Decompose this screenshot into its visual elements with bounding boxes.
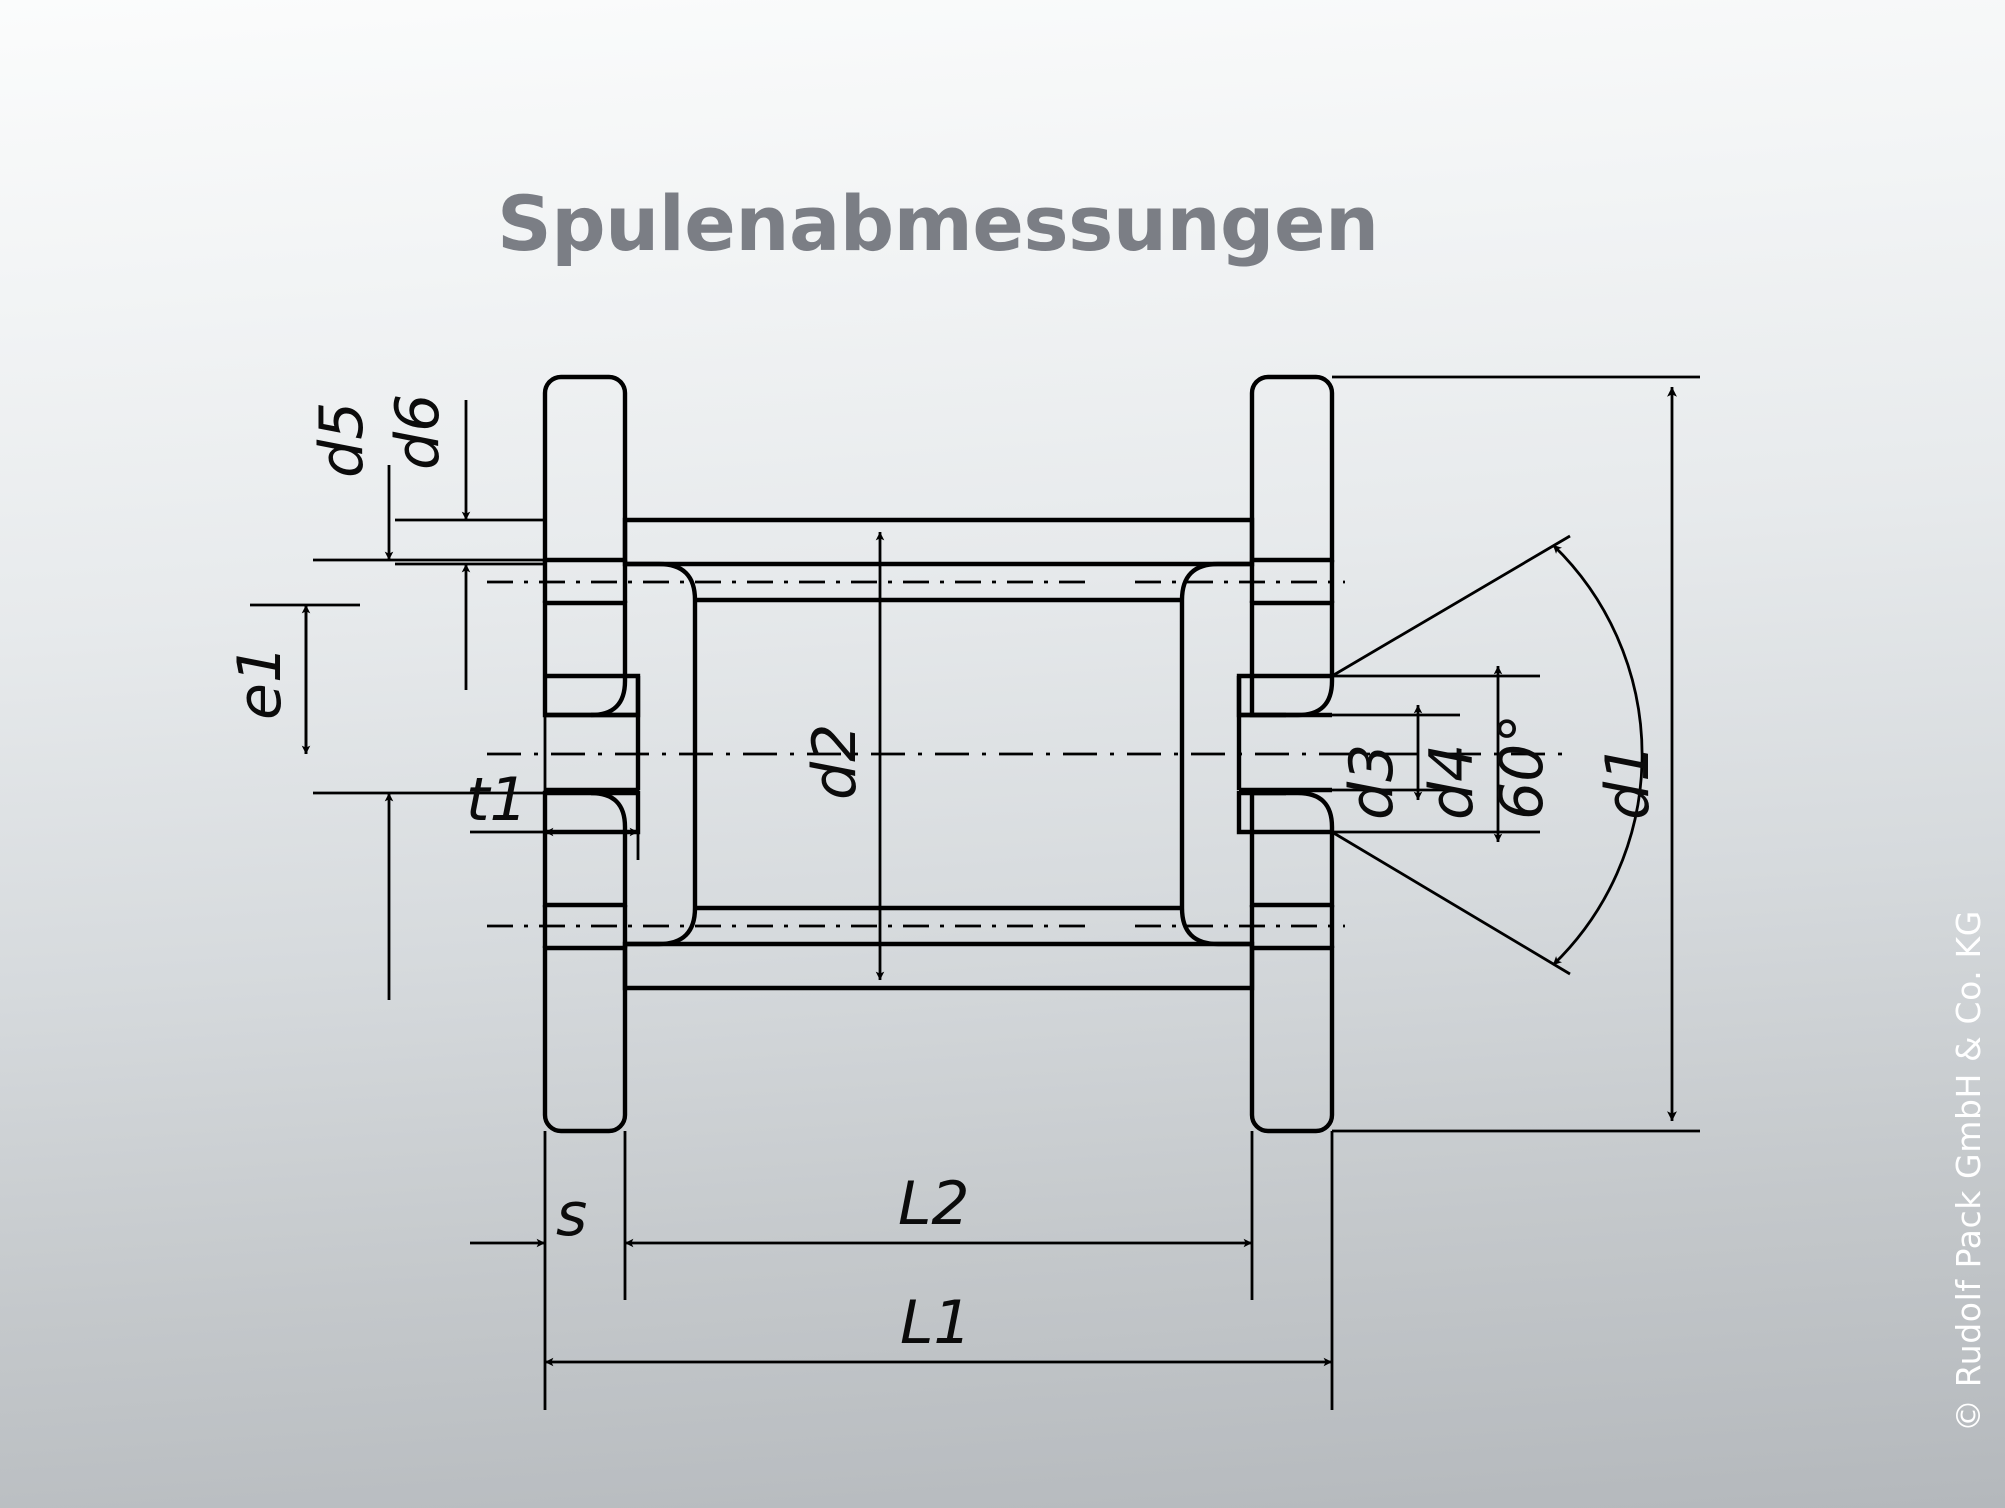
page-title: Spulenabmessungen <box>497 179 1379 268</box>
dim-label-s: s <box>556 1180 587 1250</box>
cone-leg-upper <box>1331 534 1571 678</box>
dim-label-t1: t1 <box>466 765 528 835</box>
dim-label-d4: d4 <box>1417 744 1487 820</box>
dim-label-d2: d2 <box>800 724 870 800</box>
copyright-notice: © Rudolf Pack GmbH & Co. KG <box>1949 910 1988 1432</box>
dim-label-L1: L1 <box>900 1288 972 1358</box>
dimension-group-center: d2 <box>800 531 885 981</box>
dimension-group-right: d3 d4 60° d1 <box>1331 375 1700 1133</box>
dim-label-d3: d3 <box>1337 744 1407 820</box>
dim-label-L2: L2 <box>898 1169 970 1239</box>
dim-label-d5: d5 <box>307 402 377 478</box>
dim-label-e1: e1 <box>225 645 295 720</box>
dim-angle-arc <box>1552 543 1644 967</box>
dim-label-d1: d1 <box>1593 744 1663 820</box>
dim-label-d6: d6 <box>383 394 453 470</box>
cone-leg-lower <box>1331 830 1571 976</box>
dimension-group-left: d6 d5 e1 t1 <box>225 394 640 1000</box>
dim-label-60deg: 60° <box>1487 714 1557 820</box>
dimension-group-bottom: s L2 L1 <box>470 1131 1334 1410</box>
